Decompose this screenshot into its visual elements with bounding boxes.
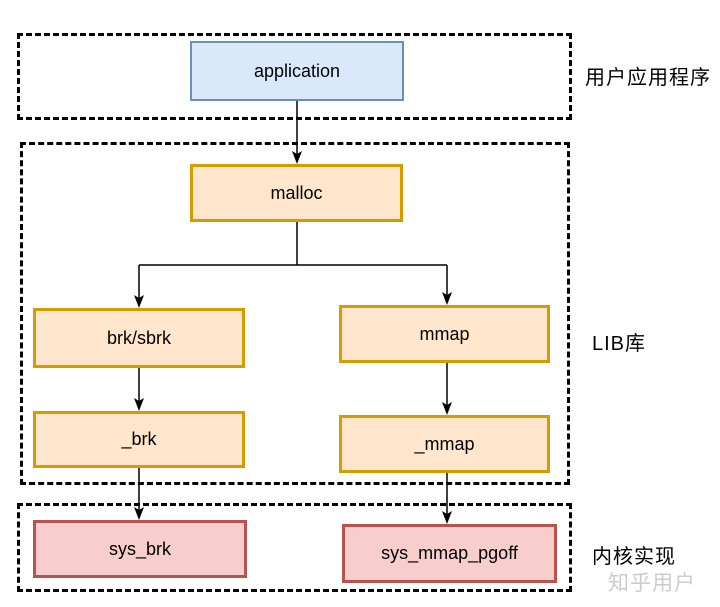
- region-lib-label: LIB库: [592, 333, 647, 355]
- region-user-application: [17, 33, 572, 120]
- node-application: application: [190, 41, 404, 101]
- node-sys-brk: sys_brk: [33, 520, 247, 578]
- node-sys-mmap-pgoff: sys_mmap_pgoff: [342, 524, 557, 583]
- node-libc-mmap-label: _mmap: [414, 433, 475, 454]
- region-kernel: [17, 503, 572, 592]
- region-user-label: 用户应用程序: [585, 67, 711, 89]
- node-brk-sbrk-label: brk/sbrk: [106, 327, 171, 348]
- node-sys-brk-label: sys_brk: [108, 538, 171, 559]
- node-malloc-label: malloc: [270, 182, 323, 203]
- node-sys-mmap-pgoff-label: sys_mmap_pgoff: [381, 543, 518, 563]
- region-kernel-label: 内核实现: [592, 546, 676, 568]
- node-mmap: mmap: [339, 305, 550, 363]
- node-brk-sbrk: brk/sbrk: [33, 308, 245, 368]
- zhihu-user-watermark: 知乎用户: [608, 572, 696, 595]
- node-libc-brk-label: _brk: [121, 429, 157, 449]
- node-application-label: application: [253, 60, 341, 81]
- node-libc-brk: _brk: [33, 411, 245, 468]
- node-malloc: malloc: [190, 164, 403, 222]
- node-mmap-label: mmap: [419, 323, 470, 344]
- region-lib-library: [20, 142, 570, 485]
- node-libc-mmap: _mmap: [339, 415, 550, 473]
